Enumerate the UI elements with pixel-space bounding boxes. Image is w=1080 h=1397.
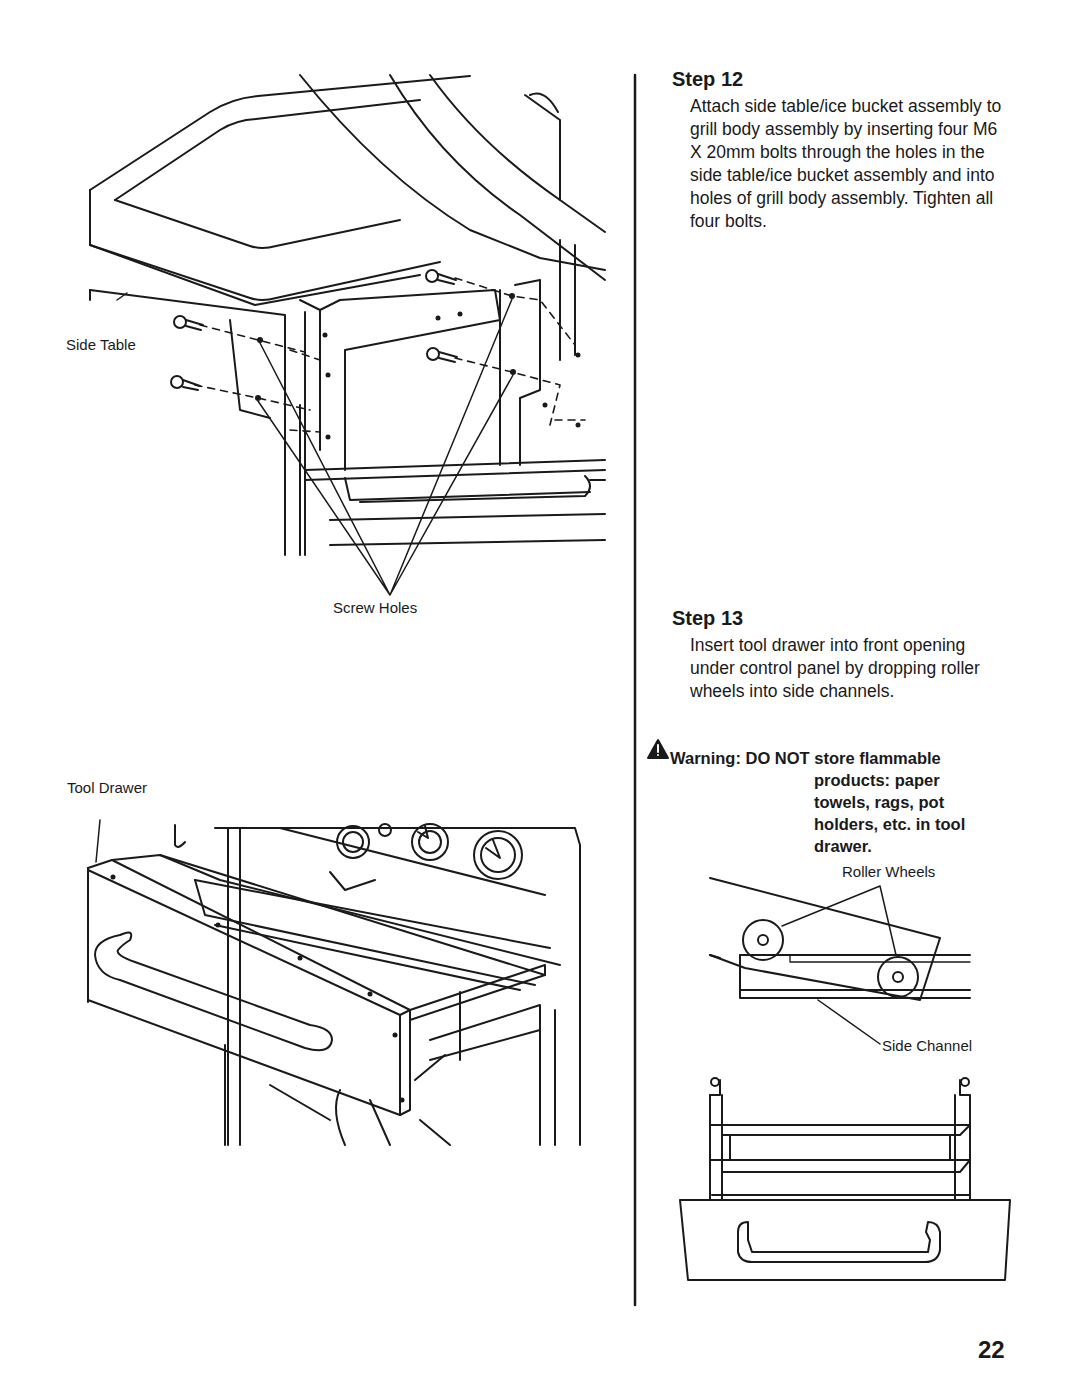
warning-label: Warning: — [670, 749, 741, 767]
part-label: Tool Drawer — [67, 779, 187, 796]
drawer-front-drawing — [680, 1078, 1010, 1280]
warning-block: Warning: DO NOT store flammable products… — [670, 747, 1000, 857]
part-label: Roller Wheels — [842, 863, 982, 880]
step-heading: Step 12 — [672, 68, 872, 91]
part-label: Side Table — [66, 336, 186, 353]
page-number: 22 — [978, 1336, 1038, 1364]
instruction-text: Attach side table/ice bucket assembly to… — [690, 95, 1012, 233]
warning-icon — [648, 740, 668, 758]
tool-drawer-drawing — [88, 820, 580, 1145]
part-label: Screw Holes — [333, 599, 453, 616]
part-label: Side Channel — [882, 1037, 1012, 1054]
warning-text: DO NOT store flammable products: paper t… — [745, 749, 965, 855]
step-heading: Step 13 — [672, 607, 872, 630]
side-table-drawing — [90, 75, 605, 595]
roller-detail-drawing — [710, 878, 970, 1044]
instruction-text: Insert tool drawer into front opening un… — [690, 634, 1012, 703]
